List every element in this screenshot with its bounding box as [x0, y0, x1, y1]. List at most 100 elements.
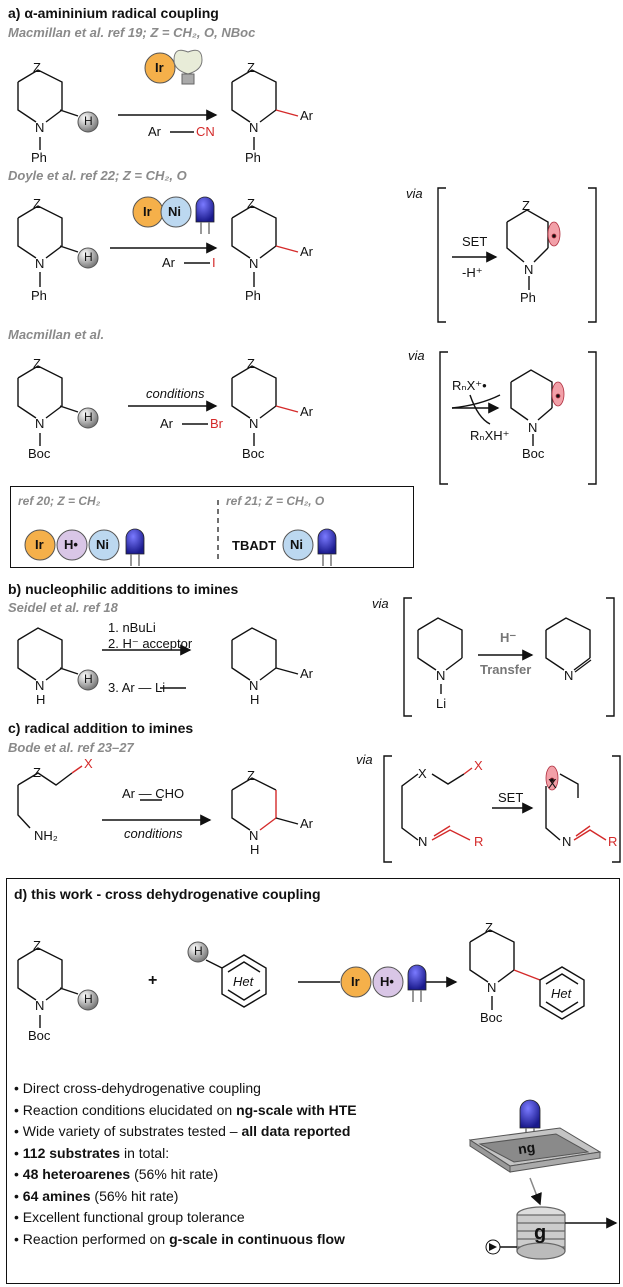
ir-catalyst-label: Ir	[351, 974, 360, 989]
bullet-icon: •	[14, 1144, 23, 1161]
atom-n: N	[564, 668, 574, 683]
ir-catalyst-label: Ir	[155, 60, 164, 75]
via-label: via	[372, 596, 389, 611]
atom-n: N	[35, 416, 45, 431]
group-boc: Boc	[480, 1010, 503, 1025]
atom-z: Z	[247, 768, 255, 783]
highlight-item: • Excellent functional group tolerance	[14, 1207, 484, 1229]
ni-catalyst-label: Ni	[290, 537, 303, 552]
section-a-ref-3: Macmillan et al.	[8, 327, 105, 342]
highlight-text-bold: 112 substrates	[22, 1144, 121, 1161]
atom-z: Z	[247, 356, 255, 371]
highlight-text-post: in total:	[120, 1144, 170, 1161]
bullet-icon: •	[14, 1080, 23, 1096]
atom-x: X	[84, 756, 93, 771]
tbadt-label: TBADT	[232, 538, 277, 553]
atom-h: H	[84, 992, 93, 1006]
group-ph: Ph	[245, 150, 261, 165]
reagent-ar: Ar	[148, 124, 161, 139]
bullet-icon: •	[14, 1101, 23, 1118]
led-icons	[125, 196, 541, 1129]
atom-h: H	[84, 250, 93, 264]
highlight-text-bold: 48 heteroarenes	[22, 1166, 131, 1182]
atom-x: X	[418, 766, 427, 781]
catalyst-circles	[24, 52, 404, 998]
atom-n: N	[249, 416, 259, 431]
h-atom-balls	[77, 111, 209, 1011]
via-label: via	[406, 186, 423, 201]
highlight-text-bold: all data reported	[241, 1123, 351, 1139]
reagent-br: Br	[210, 416, 223, 431]
step-3: 3. Ar — Li	[108, 680, 166, 695]
reagent-i: I	[212, 255, 216, 270]
atom-h: H	[250, 842, 260, 857]
group-boc: Boc	[28, 1028, 51, 1043]
atom-n: N	[35, 678, 45, 693]
highlight-text-bold: g-scale in continuous flow	[169, 1230, 345, 1247]
ng-plate-icon	[468, 1127, 602, 1173]
group-ar: Ar	[300, 816, 313, 831]
highlight-text-post: (56% hit rate)	[90, 1187, 179, 1204]
atom-z: Z	[247, 60, 255, 75]
section-c-ref: Bode et al. ref 23–27	[8, 740, 134, 755]
highlight-item: • Reaction performed on g-scale in conti…	[14, 1229, 484, 1251]
piperidine-ring	[17, 69, 63, 123]
atom-n: N	[528, 420, 538, 435]
atom-z: Z	[33, 765, 41, 780]
ir-catalyst-label: Ir	[35, 537, 44, 552]
radical-orbitals	[545, 221, 565, 791]
group-boc: Boc	[28, 446, 51, 461]
ni-catalyst-label: Ni	[168, 204, 181, 219]
highlight-item: • 64 amines (56% hit rate)	[14, 1186, 484, 1208]
bullet-icon: •	[14, 1123, 23, 1139]
hdot-catalyst-label: H•	[380, 974, 394, 989]
via-label: via	[408, 348, 425, 363]
highlight-text-bold: ng-scale with HTE	[236, 1101, 357, 1118]
ng-label: ng	[516, 1138, 537, 1158]
atom-n: N	[35, 998, 45, 1013]
highlight-item: • Direct cross-dehydrogenative coupling	[14, 1078, 484, 1100]
reagent-cn: CN	[196, 124, 215, 139]
highlight-item: • Wide variety of substrates tested – al…	[14, 1121, 484, 1143]
rnx-radical-cation: RₙX⁺•	[452, 378, 487, 393]
section-a-ref-2: Doyle et al. ref 22; Z = CH₂, O	[8, 168, 187, 183]
set-label: SET	[498, 790, 524, 805]
atom-n: N	[249, 678, 259, 693]
atom-n: N	[249, 828, 259, 843]
reagent-ar: Ar	[160, 416, 173, 431]
hydride-label: H⁻	[500, 630, 517, 645]
group-ph: Ph	[520, 290, 536, 305]
group-ar: Ar	[300, 404, 313, 419]
conditions-label: conditions	[146, 386, 205, 401]
highlight-text-pre: Direct cross-dehydrogenative coupling	[22, 1080, 261, 1096]
minus-h-label: -H⁺	[462, 265, 483, 280]
atom-h: H	[84, 114, 93, 128]
atom-z: Z	[33, 60, 41, 75]
atom-n: N	[418, 834, 428, 849]
atom-h: H	[84, 672, 93, 686]
flow-coil-icon	[516, 1206, 566, 1260]
section-c-title: c) radical addition to imines	[8, 720, 194, 736]
highlight-text-post: (56% hit rate)	[130, 1166, 219, 1182]
step-1: 1. nBuLi	[108, 620, 156, 635]
reagent-ar: Ar	[162, 255, 175, 270]
highlights-list: • Direct cross-dehydrogenative coupling•…	[14, 1078, 484, 1250]
atom-x: X	[548, 776, 557, 791]
group-r: R	[608, 834, 618, 849]
atom-x: X	[474, 758, 483, 773]
het-arene-ring	[221, 954, 267, 1008]
atom-n: N	[436, 668, 446, 683]
group-nh2: NH₂	[34, 828, 58, 843]
transfer-label: Transfer	[480, 662, 532, 677]
atom-h: H	[84, 410, 93, 424]
group-boc: Boc	[522, 446, 545, 461]
atom-n: N	[524, 262, 534, 277]
atom-z: Z	[33, 196, 41, 211]
atom-li: Li	[436, 696, 447, 711]
group-r: R	[474, 834, 484, 849]
atom-h: H	[250, 692, 260, 707]
ni-catalyst-label: Ni	[96, 537, 109, 552]
reagent-ar-cho: Ar — CHO	[122, 786, 185, 801]
